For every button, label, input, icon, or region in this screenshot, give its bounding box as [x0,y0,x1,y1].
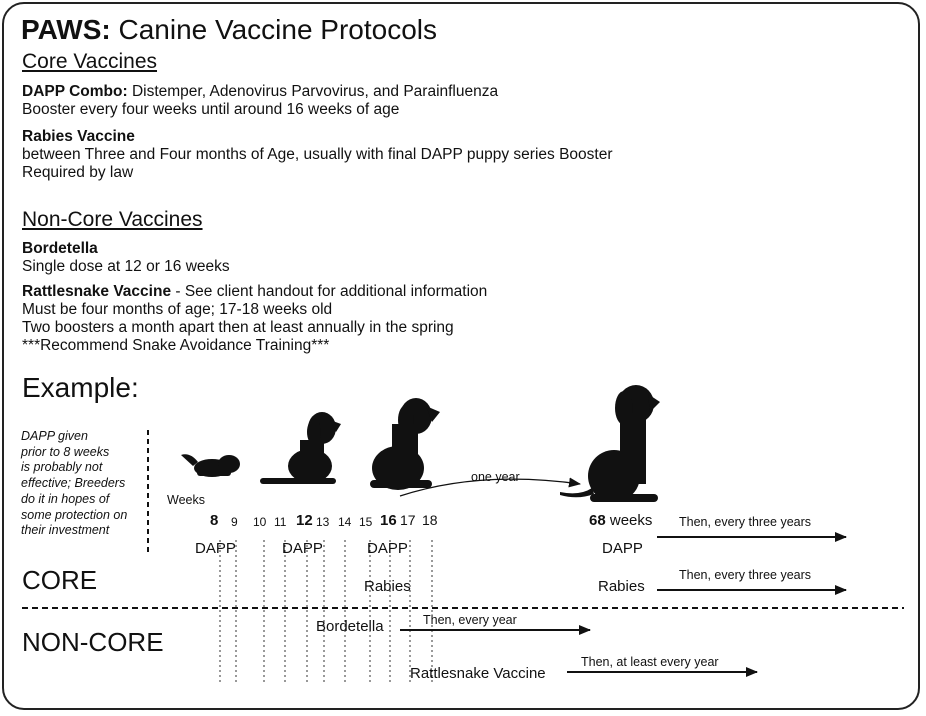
bordetella-heading: Bordetella [22,240,98,257]
rabies-required-text: Required by law [22,164,134,181]
noncore-vaccines-heading: Non-Core Vaccines [22,208,203,231]
dapp-every-three-years: Then, every three years [679,515,812,529]
week-8: 8 [210,512,219,529]
one-year-curve [399,477,581,497]
noncore-label: NON-CORE [22,627,164,657]
puppy-16wk-icon [370,398,440,490]
dapp-week-12-label: DAPP [282,540,323,557]
dapp-booster-text: Booster every four weeks until around 16… [22,101,400,118]
week-9: 9 [231,515,238,529]
rattlesnake-description: Rattlesnake Vaccine - See client handout… [22,283,488,300]
week-14: 14 [338,515,352,529]
rattlesnake-age-text: Must be four months of age; 17-18 weeks … [22,301,333,318]
dapp-week-16-label: DAPP [367,540,408,557]
weeks-label: Weeks [167,493,205,507]
week-gridlines [219,540,433,682]
page-title: PAWS: Canine Vaccine Protocols [21,14,438,45]
dapp-week-8-label: DAPP [195,540,236,557]
snake-training-text: ***Recommend Snake Avoidance Training*** [22,337,330,354]
week-15: 15 [359,515,373,529]
one-year-label: one year [471,470,520,484]
week-16: 16 [380,512,397,529]
dapp-description: DAPP Combo: Distemper, Adenovirus Parvov… [22,83,499,100]
bordetella-every-year: Then, every year [423,613,517,627]
rabies-every-three-years: Then, every three years [679,568,812,582]
rabies-timing-text: between Three and Four months of Age, us… [22,146,613,163]
rabies-week-68-label: Rabies [598,578,645,595]
week-17: 17 [400,512,416,528]
week-11: 11 [274,515,287,529]
dog-68wk-icon [560,385,660,502]
puppy-12wk-icon [260,412,341,484]
week-10: 10 [253,515,267,529]
core-label: CORE [22,565,98,595]
rattlesnake-every-year: Then, at least every year [581,655,719,669]
rabies-week-16-label: Rabies [364,578,411,595]
example-heading: Example: [22,372,139,403]
week-13: 13 [316,515,330,529]
dapp-week-68-label: DAPP [602,540,643,557]
rabies-heading: Rabies Vaccine [22,128,135,145]
bordetella-dose-text: Single dose at 12 or 16 weeks [22,258,230,275]
rattlesnake-booster-text: Two boosters a month apart then at least… [22,319,454,336]
week-68: 68 weeks [589,512,653,529]
puppy-8wk-icon [181,454,240,477]
bordetella-timeline-label: Bordetella [316,618,384,635]
core-vaccines-heading: Core Vaccines [22,50,158,73]
rattlesnake-timeline-label: Rattlesnake Vaccine [410,665,546,682]
week-12: 12 [296,512,313,529]
week-18: 18 [422,512,438,528]
